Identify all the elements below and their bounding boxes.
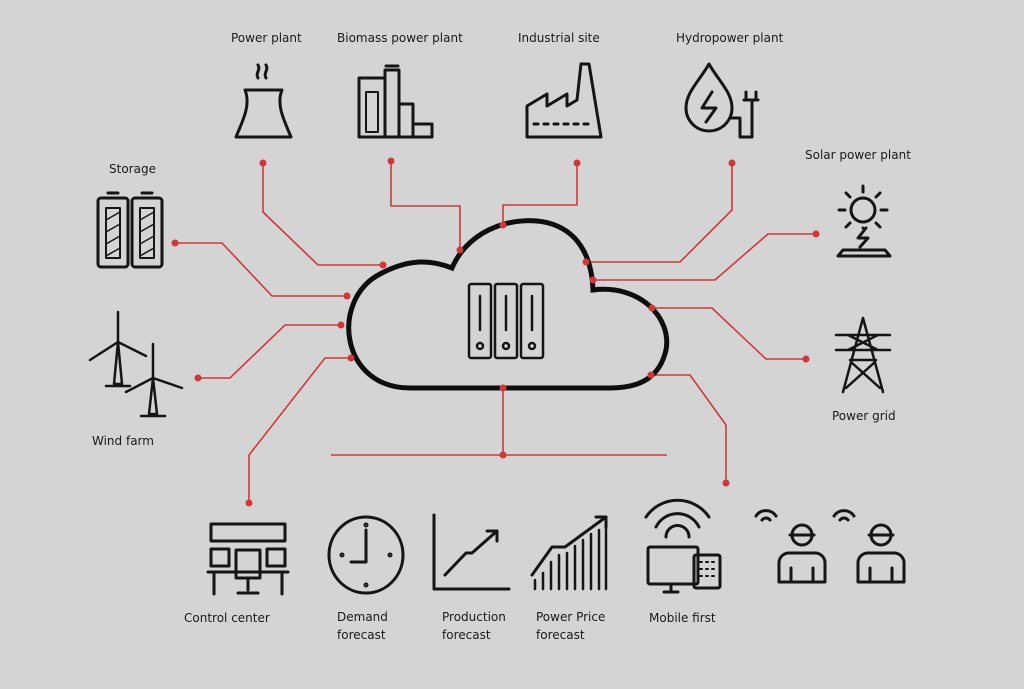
connector-control [248, 357, 351, 503]
connectors [175, 161, 816, 503]
connector-storage [175, 242, 347, 297]
label-demand-2: forecast [337, 628, 386, 642]
field-workers-icon [754, 509, 906, 584]
label-power-plant: Power plant [231, 31, 302, 45]
connector-hydropower [586, 163, 733, 263]
hydropower-icon [684, 62, 760, 139]
label-control: Control center [184, 611, 270, 625]
cloud-shape [346, 218, 670, 391]
label-hydropower: Hydropower plant [676, 31, 784, 45]
biomass-plant-icon [357, 64, 434, 139]
label-storage: Storage [109, 162, 156, 176]
solar-plant-icon [836, 184, 892, 258]
label-price-2: forecast [536, 628, 585, 642]
connector-grid [652, 307, 806, 360]
clock-icon [327, 515, 405, 595]
wind-farm-icon [88, 310, 184, 418]
power-price-forecast-icon [530, 515, 608, 591]
label-production-2: forecast [442, 628, 491, 642]
power-plant-icon [234, 63, 293, 139]
connector-solar [593, 233, 816, 281]
label-production-1: Production [442, 610, 506, 624]
factory-icon [525, 62, 603, 139]
label-industrial: Industrial site [518, 31, 600, 45]
connector-dots [171, 157, 820, 507]
server-cloud-icon [467, 282, 545, 360]
label-biomass: Biomass power plant [337, 31, 463, 45]
label-wind: Wind farm [92, 434, 154, 448]
connector-industrial [502, 163, 578, 225]
battery-storage-icon [96, 191, 164, 269]
connector-power-plant [262, 163, 383, 266]
connector-wind [198, 324, 341, 379]
label-price-1: Power Price [536, 610, 605, 624]
label-demand-1: Demand [337, 610, 388, 624]
label-grid: Power grid [832, 409, 896, 423]
connector-mobile [651, 374, 727, 483]
label-solar: Solar power plant [805, 148, 911, 162]
power-grid-icon [834, 316, 892, 394]
label-mobile: Mobile first [649, 611, 716, 625]
production-forecast-icon [432, 513, 511, 591]
control-center-icon [206, 522, 290, 596]
mobile-first-icon [644, 498, 722, 594]
connector-biomass [390, 161, 461, 250]
